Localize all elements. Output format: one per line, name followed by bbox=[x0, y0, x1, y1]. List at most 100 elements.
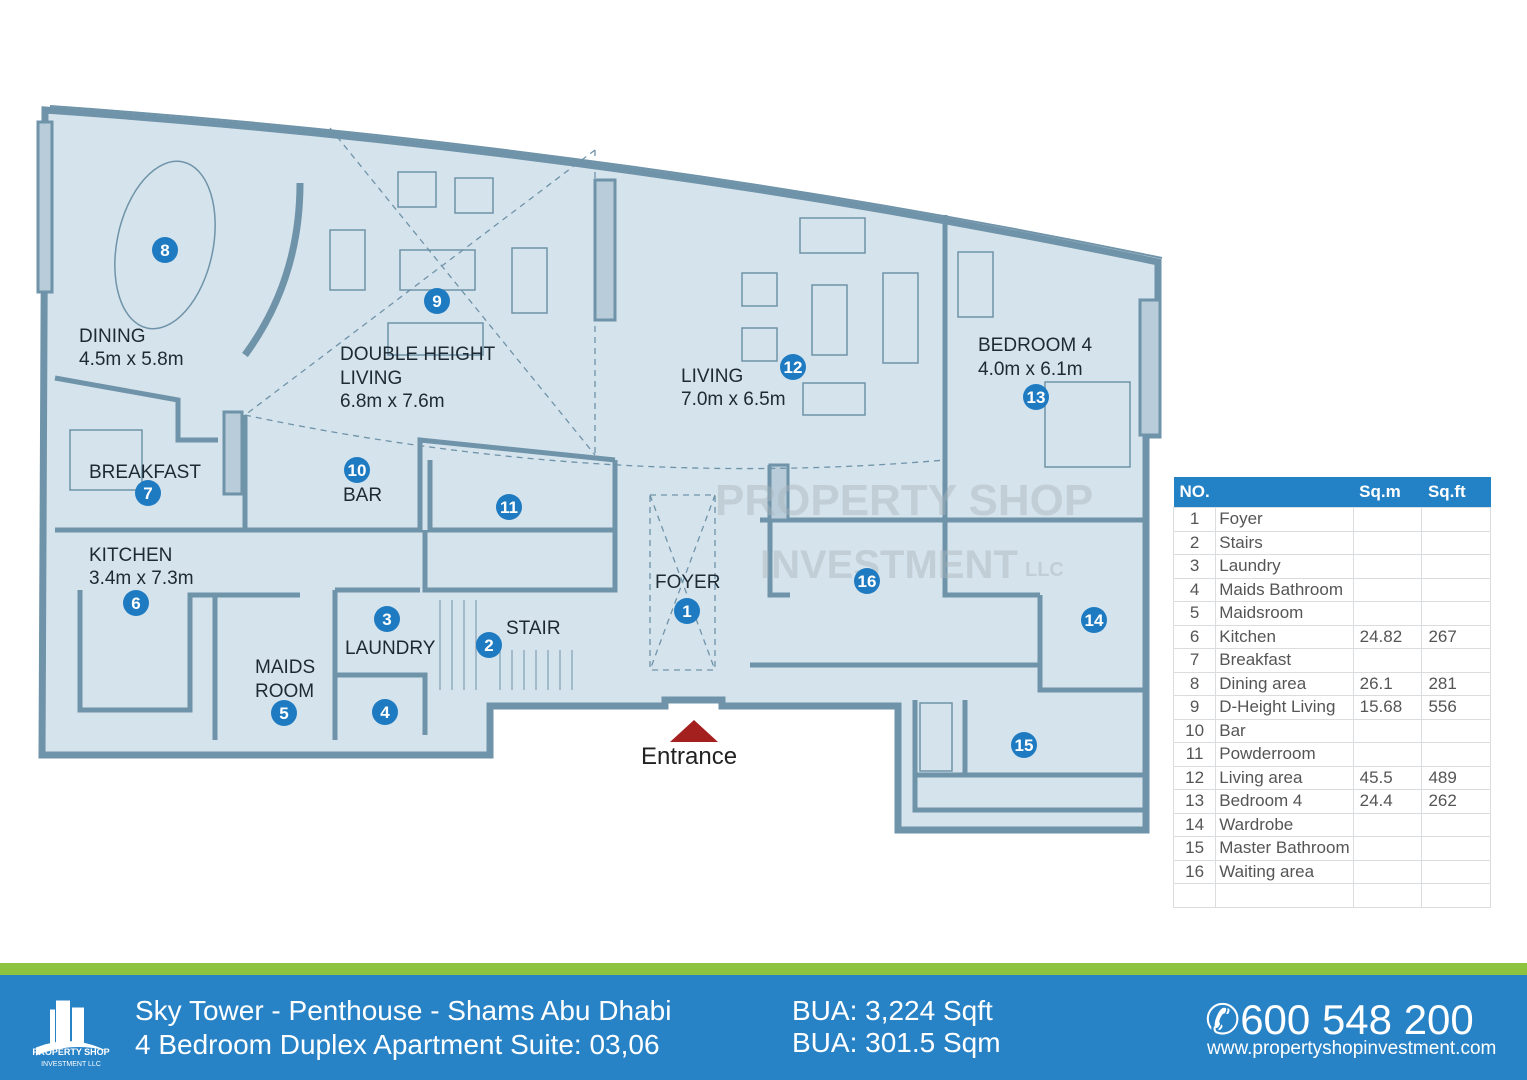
room-size-kitchen: 3.4m x 7.3m bbox=[89, 568, 194, 589]
area-sqft bbox=[1421, 742, 1491, 767]
row-number: 9 bbox=[1172, 695, 1217, 720]
marker-5: 5 bbox=[271, 700, 297, 726]
row-number: 3 bbox=[1172, 554, 1217, 579]
header-sqft: Sq.ft bbox=[1421, 477, 1491, 508]
table-row bbox=[1172, 883, 1491, 908]
svg-text:6: 6 bbox=[131, 594, 140, 613]
room-name-double-height: DOUBLE HEIGHT bbox=[340, 344, 496, 365]
apartment-outline bbox=[38, 106, 1162, 834]
room-name-bar: BAR bbox=[343, 485, 382, 506]
room-name-breakfast: BREAKFAST bbox=[89, 462, 201, 483]
area-sqm bbox=[1352, 883, 1423, 908]
marker-11: 11 bbox=[496, 494, 522, 520]
marker-1: 1 bbox=[674, 598, 700, 624]
svg-text:15: 15 bbox=[1015, 736, 1034, 755]
property-title: Sky Tower - Penthouse - Shams Abu Dhabi bbox=[135, 995, 672, 1026]
room-name: Living area bbox=[1215, 765, 1354, 790]
area-sqft: 267 bbox=[1421, 624, 1491, 649]
room-name: Dining area bbox=[1215, 671, 1354, 696]
room-name-dining: DINING bbox=[79, 326, 146, 347]
area-sqm: 45.5 bbox=[1352, 765, 1423, 790]
area-sqft bbox=[1421, 859, 1491, 884]
room-name: Kitchen bbox=[1215, 624, 1354, 649]
marker-8: 8 bbox=[152, 237, 178, 263]
room-name-living-dh: LIVING bbox=[340, 368, 402, 389]
marker-4: 4 bbox=[372, 699, 398, 725]
marker-7: 7 bbox=[135, 480, 161, 506]
area-sqm: 24.4 bbox=[1352, 789, 1423, 814]
area-sqft bbox=[1421, 836, 1491, 861]
header-room bbox=[1215, 477, 1354, 508]
row-number: 10 bbox=[1172, 718, 1217, 743]
website-link[interactable]: www.propertyshopinvestment.com bbox=[1207, 1038, 1497, 1059]
area-sqm: 15.68 bbox=[1352, 695, 1423, 720]
room-name: Master Bathroom bbox=[1215, 836, 1354, 861]
svg-text:7: 7 bbox=[143, 484, 152, 503]
room-name-room: ROOM bbox=[255, 681, 314, 702]
marker-6: 6 bbox=[123, 590, 149, 616]
area-sqft bbox=[1421, 530, 1491, 555]
svg-text:3: 3 bbox=[382, 610, 391, 629]
area-sqm bbox=[1352, 507, 1423, 532]
area-sqm bbox=[1352, 742, 1423, 767]
room-name: D-Height Living bbox=[1215, 695, 1354, 720]
room-name: Bedroom 4 bbox=[1215, 789, 1354, 814]
row-number: 15 bbox=[1172, 836, 1217, 861]
accent-bar bbox=[0, 963, 1527, 975]
room-name: Stairs bbox=[1215, 530, 1354, 555]
phone-text: 600 548 200 bbox=[1240, 996, 1474, 1043]
row-number: 7 bbox=[1172, 648, 1217, 673]
area-sqm: 24.82 bbox=[1352, 624, 1423, 649]
row-number: 5 bbox=[1172, 601, 1217, 626]
bua-sqft: BUA: 3,224 Sqft bbox=[792, 995, 993, 1026]
area-sqft bbox=[1421, 812, 1491, 837]
room-size-double-height: 6.8m x 7.6m bbox=[340, 391, 445, 412]
area-sqft bbox=[1421, 648, 1491, 673]
room-labels: DINING 4.5m x 5.8m DOUBLE HEIGHT LIVING … bbox=[79, 326, 1092, 702]
phone-number[interactable]: ✆600 548 200 bbox=[1205, 995, 1474, 1044]
row-number: 13 bbox=[1172, 789, 1217, 814]
svg-text:8: 8 bbox=[160, 241, 169, 260]
room-size-bedroom4: 4.0m x 6.1m bbox=[978, 359, 1083, 380]
svg-text:11: 11 bbox=[500, 498, 518, 517]
area-sqm bbox=[1352, 836, 1423, 861]
svg-text:5: 5 bbox=[279, 704, 288, 723]
room-size-living: 7.0m x 6.5m bbox=[681, 389, 786, 410]
bua-sqm: BUA: 301.5 Sqm bbox=[792, 1027, 1001, 1058]
row-number: 14 bbox=[1172, 812, 1217, 837]
marker-16: 16 bbox=[854, 568, 880, 594]
room-size-dining: 4.5m x 5.8m bbox=[79, 349, 184, 370]
logo-text: PROPERTY SHOP bbox=[32, 1047, 110, 1057]
room-name: Laundry bbox=[1215, 554, 1354, 579]
logo-subtext: INVESTMENT LLC bbox=[41, 1061, 101, 1068]
row-number: 6 bbox=[1172, 624, 1217, 649]
area-sqft bbox=[1421, 883, 1491, 908]
area-sqft bbox=[1421, 554, 1491, 579]
room-name-foyer: FOYER bbox=[655, 572, 720, 593]
room-name: Breakfast bbox=[1215, 648, 1354, 673]
room-name-bedroom4: BEDROOM 4 bbox=[978, 335, 1092, 356]
area-sqm bbox=[1352, 577, 1423, 602]
area-sqm bbox=[1352, 648, 1423, 673]
room-number-markers: 8 9 12 13 7 10 11 6 3 2 1 5 4 16 14 15 bbox=[123, 237, 1107, 758]
area-sqm bbox=[1352, 530, 1423, 555]
phone-icon: ✆ bbox=[1205, 996, 1241, 1043]
row-number bbox=[1172, 883, 1217, 908]
room-name-laundry: LAUNDRY bbox=[345, 638, 436, 659]
room-name-maids: MAIDS bbox=[255, 657, 315, 678]
svg-text:10: 10 bbox=[348, 461, 367, 480]
area-sqft: 281 bbox=[1421, 671, 1491, 696]
floor-plan: PROPERTY SHOP INVESTMENT LLC DINING 4.5m… bbox=[36, 105, 1163, 834]
